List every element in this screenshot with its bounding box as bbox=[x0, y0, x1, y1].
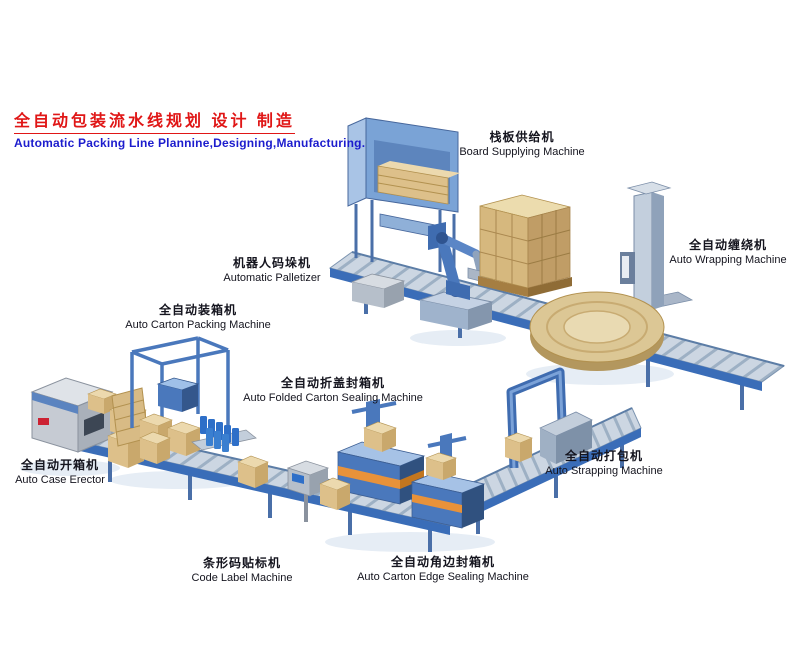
label-folded-sealing-en: Auto Folded Carton Sealing Machine bbox=[243, 391, 423, 404]
strapping-machine bbox=[504, 367, 593, 469]
label-case-erector-zh: 全自动开箱机 bbox=[20, 458, 99, 472]
palletizer-control bbox=[350, 273, 406, 308]
label-folded-sealing: 全自动折盖封箱机 Auto Folded Carton Sealing Mach… bbox=[243, 376, 423, 404]
label-edge-sealing: 全自动角边封箱机 Auto Carton Edge Sealing Machin… bbox=[357, 555, 529, 583]
label-wrapping-zh: 全自动缠绕机 bbox=[688, 238, 768, 252]
floor-shadows bbox=[20, 330, 674, 552]
page-title: 全自动包装流水线规划 设计 制造 bbox=[14, 107, 295, 134]
label-palletizer-zh: 机器人码垛机 bbox=[232, 256, 311, 270]
label-carton-packing-zh: 全自动装箱机 bbox=[158, 303, 237, 317]
label-carton-packing-en: Auto Carton Packing Machine bbox=[125, 318, 271, 331]
label-palletizer-en: Automatic Palletizer bbox=[223, 271, 321, 284]
label-strapping-en: Auto Strapping Machine bbox=[545, 464, 663, 477]
palletizer-robot bbox=[418, 222, 494, 330]
label-wrapping: 全自动缠绕机 Auto Wrapping Machine bbox=[669, 238, 787, 266]
label-board-supplying: 栈板供给机 Board Supplying Machine bbox=[459, 130, 585, 158]
page-subtitle: Automatic Packing Line Plannine,Designin… bbox=[14, 136, 366, 150]
label-folded-sealing-zh: 全自动折盖封箱机 bbox=[280, 376, 385, 390]
board-supplying-machine bbox=[347, 117, 460, 276]
label-edge-sealing-zh: 全自动角边封箱机 bbox=[390, 555, 495, 569]
label-code-label-en: Code Label Machine bbox=[191, 571, 293, 584]
label-code-label: 条形码贴标机 Code Label Machine bbox=[191, 556, 293, 584]
title-block: 全自动包装流水线规划 设计 制造 Automatic Packing Line … bbox=[14, 107, 365, 150]
label-palletizer: 机器人码垛机 Automatic Palletizer bbox=[223, 256, 321, 284]
case-erector-machine bbox=[30, 377, 117, 453]
pallet-load bbox=[478, 194, 572, 297]
code-label-machine bbox=[286, 460, 330, 522]
wrapping-turntable bbox=[529, 291, 665, 371]
label-carton-packing: 全自动装箱机 Auto Carton Packing Machine bbox=[125, 303, 271, 331]
folded-sealing-machine bbox=[336, 399, 426, 505]
bottle-group bbox=[191, 416, 257, 452]
edge-sealing-machine bbox=[410, 433, 486, 529]
label-case-erector-en: Auto Case Erector bbox=[15, 473, 105, 486]
label-edge-sealing-en: Auto Carton Edge Sealing Machine bbox=[357, 570, 529, 583]
label-wrapping-en: Auto Wrapping Machine bbox=[669, 253, 787, 266]
label-strapping-zh: 全自动打包机 bbox=[564, 449, 644, 463]
label-board-supplying-zh: 栈板供给机 bbox=[489, 130, 555, 144]
label-board-supplying-en: Board Supplying Machine bbox=[459, 145, 585, 158]
conveyor-cartons bbox=[139, 431, 351, 510]
label-code-label-zh: 条形码贴标机 bbox=[202, 556, 281, 570]
label-strapping: 全自动打包机 Auto Strapping Machine bbox=[545, 449, 663, 477]
label-case-erector: 全自动开箱机 Auto Case Erector bbox=[15, 458, 105, 486]
